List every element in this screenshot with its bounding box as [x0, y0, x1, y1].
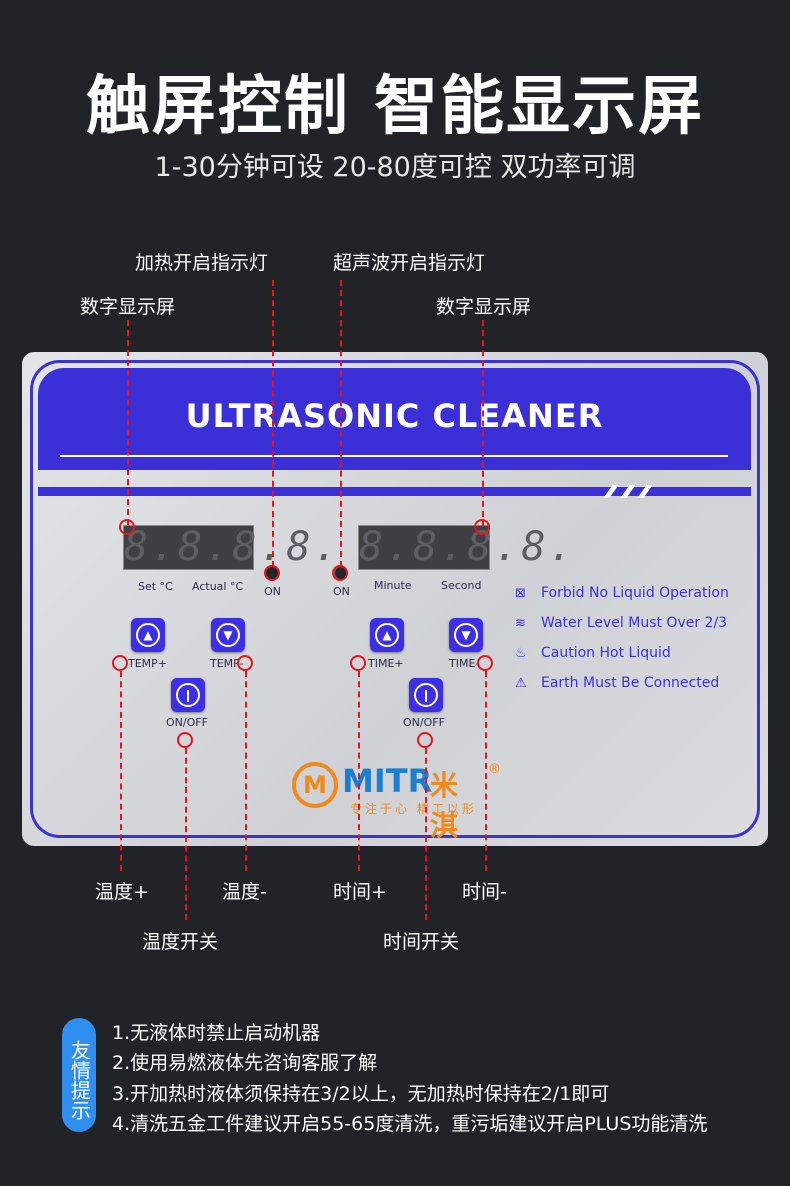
tip-item: 2.使用易燃液体先咨询客服了解 [112, 1052, 378, 1074]
logo-registered: ® [488, 762, 501, 777]
arrow-up-icon: ▲ [375, 623, 399, 647]
arrow-down-icon: ▼ [454, 623, 478, 647]
annotation-line [482, 320, 484, 527]
time-plus-label: TIME+ [368, 657, 404, 670]
ultrasonic-on-label: ON [333, 585, 350, 598]
annotation-marker [477, 655, 493, 671]
time-plus-button[interactable]: ▲ [370, 618, 404, 652]
logo-brand: MITR [342, 762, 433, 800]
logo-m-icon: M [292, 762, 338, 808]
annotation-marker [417, 732, 433, 748]
temp-plus-button[interactable]: ▲ [131, 618, 165, 652]
warning-text: Earth Must Be Connected [541, 675, 720, 691]
annotation-marker [350, 655, 366, 671]
annotation-line [120, 671, 122, 871]
arrow-down-icon: ▼ [216, 623, 240, 647]
logo-slogan: 专注于心 精工以形 [350, 802, 477, 816]
annotation-line [358, 671, 360, 871]
actual-c-label: Actual °C [192, 580, 244, 593]
time-power-button[interactable]: ❙ [409, 678, 443, 712]
hot-liquid-icon: ♨ [515, 646, 527, 661]
panel-frame [30, 360, 760, 838]
warning-text: Caution Hot Liquid [541, 645, 671, 661]
logo-cn: 米淇 [430, 769, 459, 842]
annotation-line [485, 671, 487, 871]
no-liquid-icon: ⊠ [515, 586, 526, 601]
annotation-ultrasonic-led: 超声波开启指示灯 [333, 252, 486, 274]
annotation-heat-led: 加热开启指示灯 [135, 252, 269, 274]
time-display: 8.8.8.8. [358, 524, 576, 570]
tip-item: 3.开加热时液体须保持在3/2以上，无加热时保持在2/1即可 [112, 1083, 610, 1105]
temp-minus-label: TEMP- [210, 657, 244, 670]
divider [60, 455, 728, 457]
temp-plus-label: TEMP+ [128, 657, 168, 670]
tip-item: 4.清洗五金工件建议开启55-65度清洗，重污垢建议开启PLUS功能清洗 [112, 1113, 708, 1135]
earth-triangle-icon: ⚠ [515, 676, 527, 691]
annotation-line [272, 280, 274, 567]
panel-header-title: ULTRASONIC CLEANER [185, 397, 604, 435]
annotation-marker [119, 519, 135, 535]
annotation-time-plus: 时间+ [333, 881, 387, 903]
temperature-display: 8.8.8.8. [123, 524, 341, 570]
annotation-marker [237, 655, 253, 671]
annotation-marker [264, 565, 280, 581]
minute-label: Minute [374, 579, 412, 592]
power-icon: ❙ [414, 683, 438, 707]
annotation-temp-minus: 温度- [222, 881, 267, 903]
water-level-icon: ≋ [515, 616, 526, 631]
annotation-line [185, 748, 187, 920]
annotation-line [340, 280, 342, 567]
annotation-marker [177, 732, 193, 748]
annotation-line [425, 748, 427, 920]
temp-onoff-label: ON/OFF [166, 716, 208, 729]
time-minus-label: TIME- [449, 657, 480, 670]
second-label: Second [441, 579, 482, 592]
power-icon: ❙ [176, 683, 200, 707]
annotation-line [245, 671, 247, 871]
annotation-display-left: 数字显示屏 [80, 296, 176, 318]
set-c-label: Set °C [138, 580, 173, 593]
annotation-line [127, 320, 129, 525]
page-title: 触屏控制 智能显示屏 [85, 70, 705, 144]
time-minus-button[interactable]: ▼ [449, 618, 483, 652]
time-onoff-label: ON/OFF [403, 716, 445, 729]
annotation-marker [332, 565, 348, 581]
annotation-time-minus: 时间- [462, 881, 507, 903]
warning-text: Water Level Must Over 2/3 [541, 615, 728, 631]
arrow-up-icon: ▲ [136, 623, 160, 647]
annotation-temp-switch: 温度开关 [142, 931, 219, 953]
annotation-marker [474, 519, 490, 535]
heat-on-label: ON [264, 585, 281, 598]
temp-minus-button[interactable]: ▼ [211, 618, 245, 652]
tip-item: 1.无液体时禁止启动机器 [112, 1022, 321, 1044]
tips-badge: 友情提示 [62, 1018, 96, 1132]
divider [38, 487, 751, 496]
annotation-display-right: 数字显示屏 [436, 296, 532, 318]
temp-power-button[interactable]: ❙ [171, 678, 205, 712]
annotation-time-switch: 时间开关 [383, 931, 460, 953]
panel-header-band [38, 368, 751, 470]
annotation-marker [112, 655, 128, 671]
warning-text: Forbid No Liquid Operation [541, 585, 729, 601]
annotation-temp-plus: 温度+ [95, 881, 149, 903]
page-subtitle: 1-30分钟可设 20-80度可控 双功率可调 [154, 152, 636, 183]
